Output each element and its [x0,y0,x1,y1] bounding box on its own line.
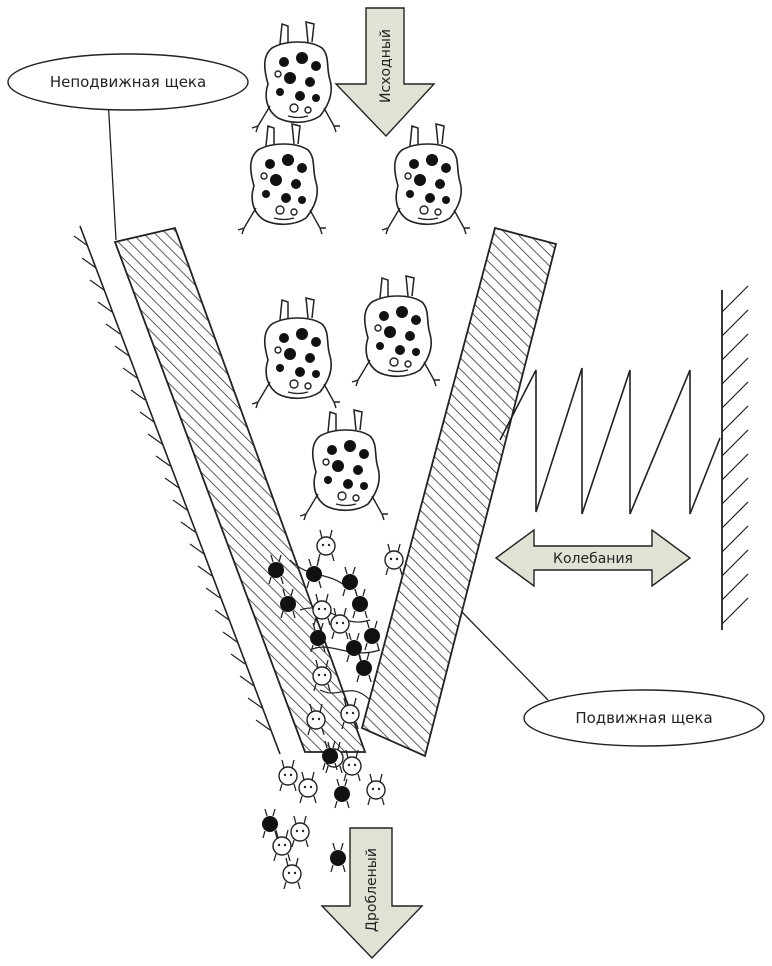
moving-jaw-callout-bubble [523,689,765,747]
crushed-arrow-label: Дробленый [364,848,380,932]
fragment-light [330,607,350,640]
feed-lump [381,123,471,235]
feed-lump [251,21,341,133]
feed-arrow: Исходный [334,7,436,138]
back-wall [721,285,749,630]
moving-jaw-callout: Подвижная щека [461,611,765,747]
fixed-jaw-callout: Неподвижная щека [7,53,249,241]
fragment-dark [333,778,351,809]
moving-jaw-plate [360,226,558,758]
fixed-jaw-callout-bubble [7,53,249,111]
moving-jaw-label: Подвижная щека [575,709,712,727]
fixed-jaw-plate [113,226,367,753]
fragment-dark [305,558,323,589]
fragment-light [342,749,362,782]
fragment-dark [261,808,279,839]
moving-jaw [360,226,558,758]
feed-lump [351,275,441,387]
fragment-light [312,593,332,626]
fragment-dark [355,652,373,683]
fragment-dark [351,588,369,619]
feed-arrow-label: Исходный [378,29,394,103]
feed-lump [251,297,341,409]
oscillation-arrow-label: Колебания [553,551,633,567]
feed-lump [299,409,389,521]
oscillation-arrow-shape [494,528,692,588]
fragment-light [290,815,310,848]
fixed-jaw-label: Неподвижная щека [50,73,206,91]
oscillation-arrow: Колебания [494,528,692,588]
fragment-light [282,857,302,890]
fragment-light [298,771,318,804]
fixed-jaw-frame-hatching [73,225,281,755]
fragment-dark [329,842,347,873]
feed-arrow-shape [334,7,436,138]
fragment-light [316,529,336,562]
fragment-dark [345,632,363,663]
fragment-light [278,759,298,792]
crushed-arrow: Дробленый [320,827,424,960]
fragment-light [366,773,386,806]
fragment-dark [363,620,381,651]
eccentric-drive-zigzag [499,367,721,515]
feed-lump [237,123,327,235]
crushed-arrow-shape [320,827,424,960]
crushing-fragments [267,529,404,736]
fragment-light [384,543,404,576]
fixed-jaw [73,225,367,755]
